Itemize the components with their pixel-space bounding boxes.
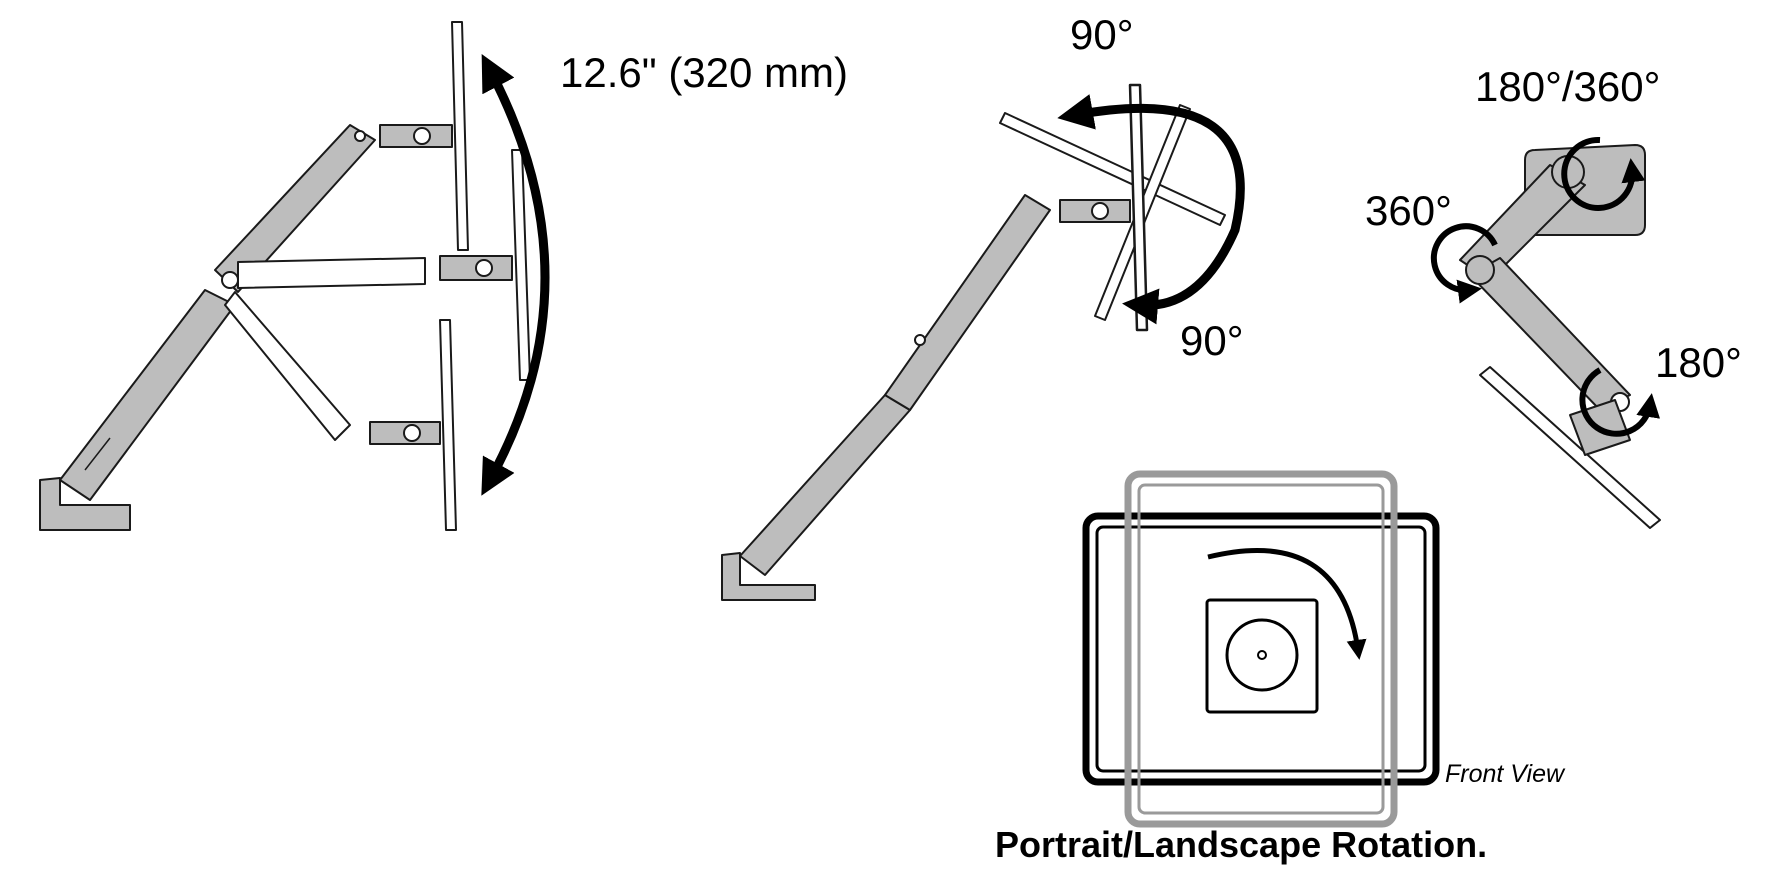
arm-links — [1459, 155, 1631, 412]
portrait-monitor-inner — [1137, 483, 1385, 815]
height-range-label: 12.6" (320 mm) — [560, 49, 849, 96]
tilt-down-label: 90° — [1180, 317, 1244, 364]
vesa-plate — [1205, 598, 1319, 714]
front-view-diagram — [1082, 470, 1440, 828]
monitor-high — [379, 21, 469, 251]
tilt-diagram — [721, 83, 1226, 601]
tilt-arrow — [1057, 94, 1245, 325]
swivel-rotation-arrows — [1430, 136, 1660, 437]
rotation-arrow — [1207, 548, 1367, 660]
rotation-caption: Portrait/Landscape Rotation. — [995, 824, 1488, 865]
front-view-label: Front View — [1445, 760, 1565, 788]
monitor-top-view — [1479, 366, 1661, 529]
height-range-arrow — [481, 54, 550, 496]
swivel-mid-label: 360° — [1365, 187, 1452, 234]
desk-clamp-base — [721, 552, 816, 601]
arm-pole — [739, 394, 911, 576]
swivel-diagram — [1459, 144, 1661, 529]
swivel-top-label: 180°/360° — [1475, 63, 1661, 110]
upper-arm — [214, 124, 376, 293]
mount-center — [1257, 650, 1267, 660]
tilt-up-label: 90° — [1070, 11, 1134, 58]
arm-pole — [59, 289, 236, 501]
landscape-monitor-inner — [1095, 525, 1427, 773]
middle-arm — [224, 257, 426, 441]
monitor-mid — [439, 149, 531, 381]
landscape-monitor-outer — [1082, 512, 1440, 786]
swivel-bottom-label: 180° — [1655, 339, 1742, 386]
portrait-monitor-outer — [1124, 470, 1398, 828]
desk-clamp-base — [39, 477, 131, 531]
mount-disc — [1225, 618, 1299, 692]
monitor-low — [369, 319, 457, 531]
upper-arm — [884, 194, 1051, 411]
height-adjust-diagram — [39, 21, 531, 531]
